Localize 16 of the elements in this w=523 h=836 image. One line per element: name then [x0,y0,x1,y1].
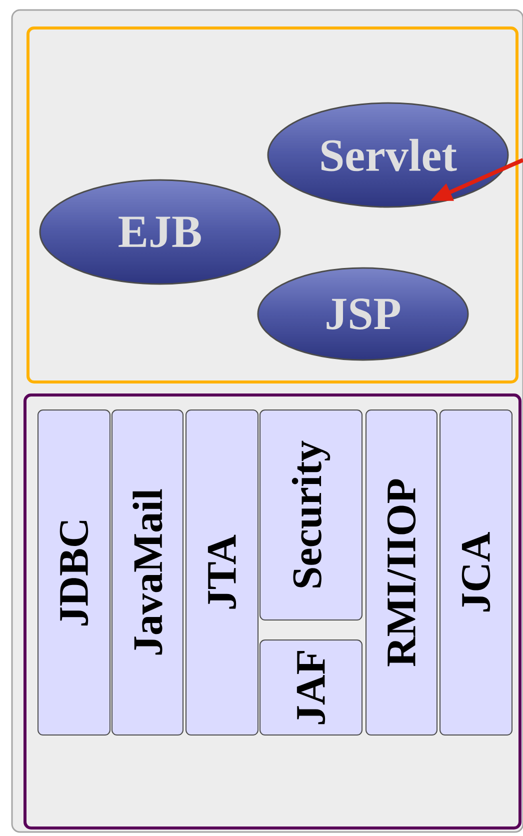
group-frame [26,26,518,384]
bar-label: JAF [296,651,326,724]
bar-label: JDBC [60,520,88,626]
api-bar [366,410,438,736]
bar-label: JCA [462,532,490,612]
api-bar [186,410,258,736]
bar-label: Security [292,440,330,588]
api-bar [38,410,110,736]
api-bar [260,410,362,620]
bar-label: JavaMail [132,489,162,655]
api-bar [112,410,184,736]
api-bar [260,640,362,736]
bar-label: JTA [208,534,236,609]
bar-label: RMI/IIOP [387,479,416,666]
api-bar [440,410,512,736]
group-frame [24,394,522,830]
